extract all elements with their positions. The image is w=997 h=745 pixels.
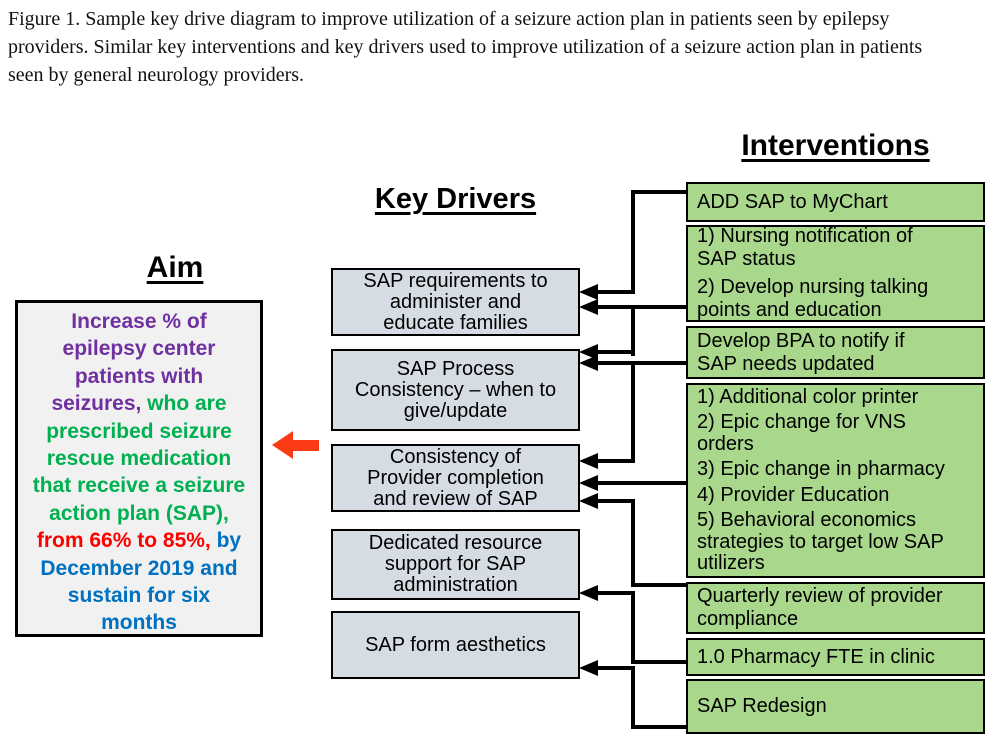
intervention-item: 1.0 Pharmacy FTE in clinic (697, 645, 935, 668)
key-driver-box-provider-completion: Consistency of Provider completion and r… (331, 444, 580, 512)
connector-i3-d3-into (596, 459, 635, 463)
key-driver-box-dedicated-resource: Dedicated resource support for SAP admin… (331, 529, 580, 600)
intervention-box-nursing: 1) Nursing notification of SAP status 2)… (686, 225, 985, 322)
aim-statement-segment: patients with (74, 364, 204, 388)
connector-i3-d2 (596, 361, 686, 365)
intervention-item: 2) Develop nursing talking points and ed… (697, 276, 929, 321)
intervention-item: 1) Nursing notification of SAP status (697, 225, 913, 270)
aim-statement-line: months (18, 609, 260, 636)
connector-i3-d3-drop (631, 361, 635, 463)
key-drivers-column-title: Key Drivers (374, 183, 537, 215)
red-left-arrow-tail (292, 440, 319, 451)
aim-statement-segment: rescue medication (46, 447, 232, 471)
connector-i7-d5-rise (631, 666, 635, 729)
connector-i5-d3-rise (631, 499, 635, 587)
aim-statement-segment: from 66% to 85%, (36, 529, 211, 553)
figure-caption-line: providers. Similar key interventions and… (8, 36, 923, 58)
connector-i6-d4-into (596, 591, 635, 595)
arrowhead-into-driver3-icon (579, 493, 598, 509)
intervention-item: 4) Provider Education (697, 483, 890, 506)
arrowhead-into-driver2-icon (579, 355, 598, 371)
intervention-box-mychart: ADD SAP to MyChart (686, 182, 985, 222)
connector-i1-d1-into (596, 290, 635, 294)
aim-statement-segment: seizures, (51, 392, 142, 416)
key-driver-box-process-consistency: SAP Process Consistency – when to give/u… (331, 349, 580, 431)
aim-statement-segment: that receive a seizure (32, 474, 246, 498)
connector-i5-stub (631, 583, 686, 587)
key-driver-box-form-aesthetics: SAP form aesthetics (331, 611, 580, 679)
connector-i5-d3-into (596, 499, 635, 503)
intervention-box-quarterly-review: Quarterly review of provider compliance (686, 582, 985, 634)
aim-statement-line: sustain for six (18, 582, 260, 609)
aim-statement-segment: months (101, 611, 177, 635)
figure-caption: Figure 1. Sample key drive diagram to im… (8, 5, 993, 89)
arrowhead-into-driver3-icon (579, 475, 598, 491)
intervention-item: 2) Epic change for VNS orders (697, 411, 906, 455)
connector-i1-d1-top (631, 190, 686, 194)
connector-i4-d3 (596, 481, 686, 485)
connector-i2-d2-drop (631, 305, 635, 356)
aim-statement-line: action plan (SAP), (18, 500, 260, 527)
intervention-box-provider-tools: 1) Additional color printer 2) Epic chan… (686, 383, 985, 578)
aim-statement-line: December 2019 and (18, 555, 260, 582)
intervention-item: SAP Redesign (697, 695, 827, 717)
aim-statement-line: patients with (18, 363, 260, 390)
aim-statement-segment: epilepsy center (62, 337, 216, 361)
intervention-box-bpa: Develop BPA to notify if SAP needs updat… (686, 326, 985, 379)
connector-i6-stub (631, 660, 686, 664)
aim-statement-line: Increase % of (18, 308, 260, 335)
intervention-box-sap-redesign: SAP Redesign (686, 679, 985, 734)
aim-statement-line: epilepsy center (18, 335, 260, 362)
intervention-box-pharmacy-fte: 1.0 Pharmacy FTE in clinic (686, 638, 985, 676)
arrowhead-into-driver4-icon (579, 585, 598, 601)
connector-i2-d1 (596, 305, 686, 309)
aim-statement-segment: who are (141, 392, 227, 416)
aim-statement: Increase % of epilepsy center patients wit… (18, 308, 260, 637)
aim-statement-segment: Increase % of (71, 310, 207, 333)
connector-i7-d5-into (596, 666, 635, 670)
interventions-column-title: Interventions (741, 129, 930, 162)
aim-statement-line: that receive a seizure (18, 472, 260, 499)
aim-box: Increase % of epilepsy center patients wit… (15, 300, 263, 637)
aim-statement-line: rescue medication (18, 445, 260, 472)
aim-statement-segment: by (210, 529, 242, 553)
arrowhead-into-driver3-icon (579, 453, 598, 469)
aim-statement-segment: December 2019 and (40, 556, 238, 580)
connector-i1-d1-drop (631, 190, 635, 294)
aim-statement-line: from 66% to 85%, by (18, 527, 260, 554)
arrowhead-into-driver1-icon (579, 299, 598, 315)
aim-statement-segment: prescribed seizure (46, 419, 232, 443)
arrowhead-into-driver5-icon (579, 660, 598, 676)
intervention-item: 3) Epic change in pharmacy (697, 458, 945, 480)
arrowhead-into-driver1-icon (579, 284, 598, 300)
key-driver-box-sap-requirements: SAP requirements to administer and educa… (331, 268, 580, 336)
figure-caption-line: seen by general neurology providers. (8, 64, 305, 86)
connector-i7-stub (631, 725, 686, 729)
intervention-item: Develop BPA to notify if SAP needs updat… (697, 329, 905, 375)
intervention-item: Quarterly review of provider compliance (697, 585, 943, 630)
aim-statement-line: prescribed seizure (18, 418, 260, 445)
connector-i6-d4-rise (631, 591, 635, 664)
connector-i2-d2-into (596, 350, 635, 354)
intervention-item: 5) Behavioral economics strategies to ta… (697, 509, 944, 574)
aim-statement-segment: sustain for six (67, 584, 211, 608)
intervention-item: ADD SAP to MyChart (697, 190, 888, 213)
aim-statement-segment: action plan (SAP), (49, 501, 229, 525)
red-left-arrow-icon (272, 431, 293, 459)
aim-column-title: Aim (146, 251, 204, 284)
aim-statement-line: seizures, who are (18, 390, 260, 417)
figure-caption-line: Figure 1. Sample key drive diagram to im… (8, 8, 890, 30)
intervention-item: 1) Additional color printer (697, 385, 919, 408)
